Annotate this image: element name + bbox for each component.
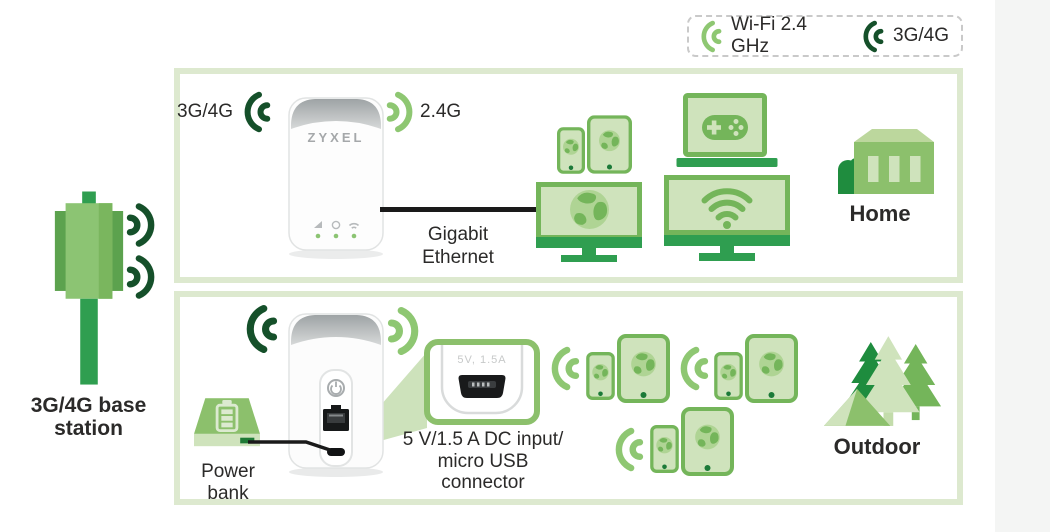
- usb-port-callout: 5V, 1.5A: [424, 339, 540, 425]
- cellular-signal-icon: [244, 91, 271, 133]
- tv-wifi-icon: [664, 175, 790, 262]
- smartphone-globe-icon: [557, 127, 585, 174]
- router-front-icon: [287, 92, 385, 260]
- wifi-signal-label: 2.4G: [420, 101, 462, 122]
- power-bank-label: Power bank: [201, 461, 255, 504]
- home-scene-label: Home: [849, 201, 911, 226]
- usb-callout-label: 5 V/1.5 A DC input/ micro USB connector: [402, 429, 564, 493]
- cellular-signal-icon: [126, 202, 155, 248]
- legend: Wi-Fi 2.4 GHz 3G/4G: [687, 14, 963, 57]
- wifi-signal-icon: [386, 91, 413, 133]
- smartphone-globe-icon: [714, 352, 743, 400]
- outdoor-scene-label: Outdoor: [833, 434, 921, 459]
- ethernet-cable: [380, 207, 542, 212]
- wifi-signal-icon: [551, 346, 580, 391]
- laptop-gamepad-icon: [676, 91, 780, 167]
- legend-wifi-label: Wi-Fi 2.4 GHz: [731, 14, 807, 57]
- legend-cellular-label: 3G/4G: [893, 25, 949, 46]
- tablet-globe-icon: [681, 407, 734, 476]
- base-station-label: 3G/4G base station: [30, 394, 147, 440]
- tablet-globe-icon: [587, 113, 632, 176]
- wifi-signal-icon: [615, 427, 644, 472]
- outdoor-scene-box: [174, 291, 963, 505]
- tablet-globe-icon: [617, 334, 670, 403]
- background-strip: [995, 0, 1050, 532]
- smartphone-globe-icon: [650, 425, 679, 473]
- cell-tower-icon: [50, 191, 128, 387]
- monitor-globe-icon: [536, 182, 642, 262]
- ethernet-label: Gigabit Ethernet: [422, 224, 494, 268]
- usb-port-rating-label: 5V, 1.5A: [457, 354, 507, 366]
- cellular-signal-icon: [126, 254, 155, 300]
- wifi-signal-icon: [701, 20, 722, 53]
- cellular-signal-icon: [246, 304, 278, 354]
- home-scene-box: [174, 68, 963, 283]
- wifi-signal-icon: [680, 346, 709, 391]
- cellular-signal-label: 3G/4G: [177, 101, 233, 122]
- house-icon: [828, 128, 934, 194]
- tablet-globe-icon: [745, 334, 798, 403]
- camping-icon: [822, 336, 944, 429]
- power-cable: [248, 440, 331, 452]
- router-brand-label: ZYXEL: [307, 130, 365, 145]
- smartphone-globe-icon: [586, 352, 615, 400]
- cellular-signal-icon: [863, 20, 884, 53]
